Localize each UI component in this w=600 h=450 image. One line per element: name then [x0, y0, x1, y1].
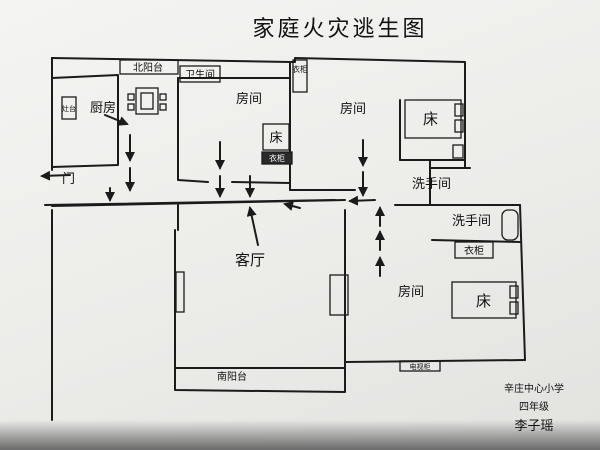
bathroom-label: 卫生间	[185, 68, 215, 81]
room1-wardrobe-label: 衣柜	[269, 153, 285, 163]
living-room-label: 客厅	[235, 251, 265, 269]
north-balcony-label: 北阳台	[133, 61, 163, 74]
plan-title: 家庭火灾逃生图	[252, 17, 427, 42]
outer-walls	[51, 57, 526, 421]
room3-bed-label: 床	[476, 292, 491, 310]
wardrobe2-label: 衣柜	[464, 244, 484, 257]
room2-bed-label: 床	[423, 110, 438, 128]
south-balcony-label: 南阳台	[217, 370, 247, 383]
wardrobe-vertical-label: 衣柜	[292, 64, 308, 74]
north-balcony-strip	[119, 59, 179, 75]
wardrobe-vertical	[292, 59, 308, 93]
room1-bed	[262, 123, 290, 151]
wardrobe2-box	[454, 241, 494, 259]
signature-school: 辛庄中心小学	[504, 382, 564, 395]
room1-label: 房间	[236, 91, 262, 107]
bathroom-box	[179, 65, 221, 83]
dining-table-icon	[127, 87, 167, 115]
stove-box	[61, 96, 77, 120]
room3-label: 房间	[398, 284, 424, 300]
stove-label: 灶台	[62, 104, 76, 113]
paper-shadow	[0, 420, 600, 450]
room1-wardrobe	[261, 151, 293, 165]
tv-cabinet	[399, 360, 441, 372]
signature-grade: 四年级	[519, 400, 549, 413]
toilet-icon	[501, 209, 519, 241]
tv-cabinet-label: 电视柜	[410, 362, 431, 371]
room1-bed-label: 床	[269, 131, 282, 146]
room3-bed	[451, 281, 517, 319]
escape-arrows	[40, 114, 385, 277]
interior-walls	[51, 61, 521, 369]
kitchen-label: 厨房	[90, 100, 116, 116]
room2-label: 房间	[340, 101, 366, 117]
signature-name: 李子瑶	[514, 419, 553, 434]
washroom1-label: 洗手间	[412, 177, 451, 192]
room2-bed	[404, 99, 462, 139]
washroom2-label: 洗手间	[452, 214, 491, 229]
